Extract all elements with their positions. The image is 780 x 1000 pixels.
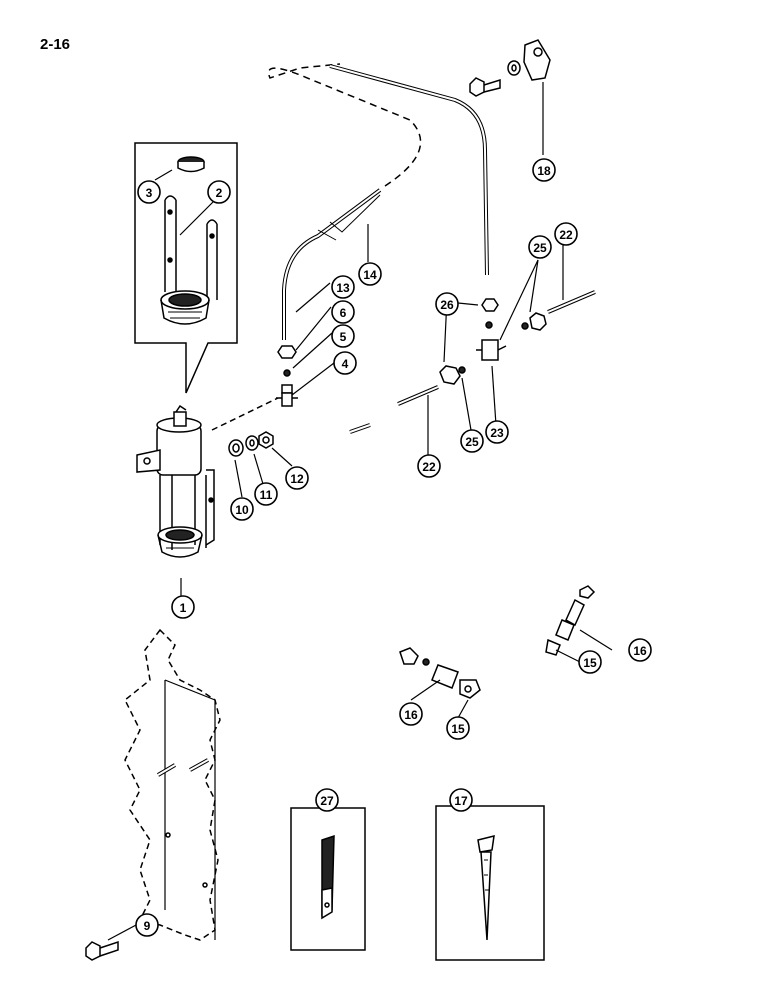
callout-label: 3 <box>146 186 153 200</box>
callout-c17: 17 <box>449 788 473 812</box>
callout-circle <box>399 702 423 726</box>
callout-circle <box>578 650 602 674</box>
callout-c9: 9 <box>135 913 159 937</box>
mounting-panel <box>124 628 221 941</box>
callout-c6: 6 <box>331 300 355 324</box>
callout-c12: 12 <box>285 466 309 490</box>
callout-circle <box>460 429 484 453</box>
callout-c25b: 25 <box>460 429 484 453</box>
callout-circle <box>358 262 382 286</box>
hose-left <box>282 188 382 340</box>
callout-label: 22 <box>422 460 436 474</box>
callout-circle <box>435 292 459 316</box>
callout-circle <box>331 324 355 348</box>
inset-detail <box>134 142 238 394</box>
fitting-16-left <box>399 647 481 699</box>
callout-c16a: 16 <box>628 638 652 662</box>
callout-circle <box>254 482 278 506</box>
filter-assembly <box>136 404 215 558</box>
callout-circle <box>528 235 552 259</box>
screw <box>85 940 119 961</box>
callout-circle <box>137 180 161 204</box>
leader-lines <box>107 82 613 941</box>
callout-circle <box>315 788 339 812</box>
callout-circle <box>628 638 652 662</box>
callout-c22b: 22 <box>417 454 441 478</box>
callout-circle <box>532 158 556 182</box>
callout-label: 15 <box>583 656 597 670</box>
callout-label: 14 <box>363 268 377 282</box>
callout-circle <box>446 716 470 740</box>
hose-right <box>329 64 489 276</box>
callout-c15a: 15 <box>578 650 602 674</box>
callout-circle <box>333 351 357 375</box>
callout-label: 12 <box>290 472 304 486</box>
callout-label: 16 <box>404 708 418 722</box>
callout-label: 22 <box>559 228 573 242</box>
fitting-stack-left <box>276 345 298 407</box>
callout-label: 25 <box>533 241 547 255</box>
callout-label: 9 <box>144 919 151 933</box>
callout-c15b: 15 <box>446 716 470 740</box>
callout-c18: 18 <box>532 158 556 182</box>
callout-label: 16 <box>633 644 647 658</box>
callout-label: 10 <box>235 503 249 517</box>
callout-c27: 27 <box>315 788 339 812</box>
callout-circle <box>135 913 159 937</box>
dashed-connector <box>211 397 279 431</box>
callout-label: 6 <box>340 306 347 320</box>
callout-c13: 13 <box>331 275 355 299</box>
callout-c26: 26 <box>435 292 459 316</box>
callout-circle <box>207 180 231 204</box>
callout-label: 15 <box>451 722 465 736</box>
page-number: 2-16 <box>40 36 71 53</box>
callout-c16b: 16 <box>399 702 423 726</box>
callout-label: 23 <box>490 426 504 440</box>
callout-circle <box>331 300 355 324</box>
dashed-routing <box>267 63 422 187</box>
callout-circle <box>554 222 578 246</box>
callout-circle <box>485 420 509 444</box>
callout-label: 2 <box>216 186 223 200</box>
callout-circle <box>417 454 441 478</box>
callout-c25a: 25 <box>528 235 552 259</box>
fitting-group-right <box>349 290 596 434</box>
fitting-16-right <box>545 585 596 656</box>
callout-c11: 11 <box>254 482 278 506</box>
callout-label: 27 <box>320 794 334 808</box>
callout-circle <box>230 497 254 521</box>
box-item-17 <box>435 805 545 961</box>
callout-circle <box>449 788 473 812</box>
callout-circle <box>171 595 195 619</box>
callout-label: 4 <box>342 357 349 371</box>
callout-c2: 2 <box>207 180 231 204</box>
callout-circle <box>331 275 355 299</box>
callout-label: 1 <box>180 601 187 615</box>
callout-label: 26 <box>440 298 454 312</box>
callout-c23: 23 <box>485 420 509 444</box>
callout-label: 17 <box>454 794 468 808</box>
box-item-27 <box>290 807 366 951</box>
clip-assembly <box>469 39 551 97</box>
callout-c10: 10 <box>230 497 254 521</box>
callout-circle <box>285 466 309 490</box>
callout-label: 18 <box>537 164 551 178</box>
callout-c3: 3 <box>137 180 161 204</box>
callout-c14: 14 <box>358 262 382 286</box>
callout-label: 13 <box>336 281 350 295</box>
callout-c5: 5 <box>331 324 355 348</box>
callout-label: 5 <box>340 330 347 344</box>
washers <box>228 431 274 457</box>
callout-c1: 1 <box>171 595 195 619</box>
callout-c4: 4 <box>333 351 357 375</box>
callout-c22a: 22 <box>554 222 578 246</box>
callout-label: 25 <box>465 435 479 449</box>
callout-label: 11 <box>260 488 273 502</box>
